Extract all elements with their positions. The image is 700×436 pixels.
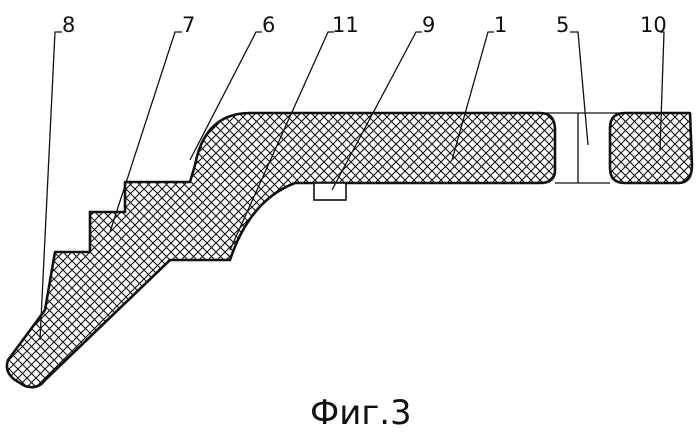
figure-caption: Фиг.3 — [310, 393, 412, 433]
label-10: 10 — [640, 13, 667, 37]
label-1: 1 — [494, 13, 507, 37]
label-5: 5 — [556, 13, 569, 37]
part-body — [7, 113, 555, 387]
label-6: 6 — [262, 13, 275, 37]
label-9: 9 — [422, 13, 435, 37]
label-8: 8 — [62, 13, 75, 37]
label-7: 7 — [182, 13, 195, 37]
part-block-9 — [314, 183, 346, 200]
leader-5 — [570, 32, 588, 145]
label-11: 11 — [332, 13, 359, 37]
part-end-10 — [610, 113, 692, 183]
